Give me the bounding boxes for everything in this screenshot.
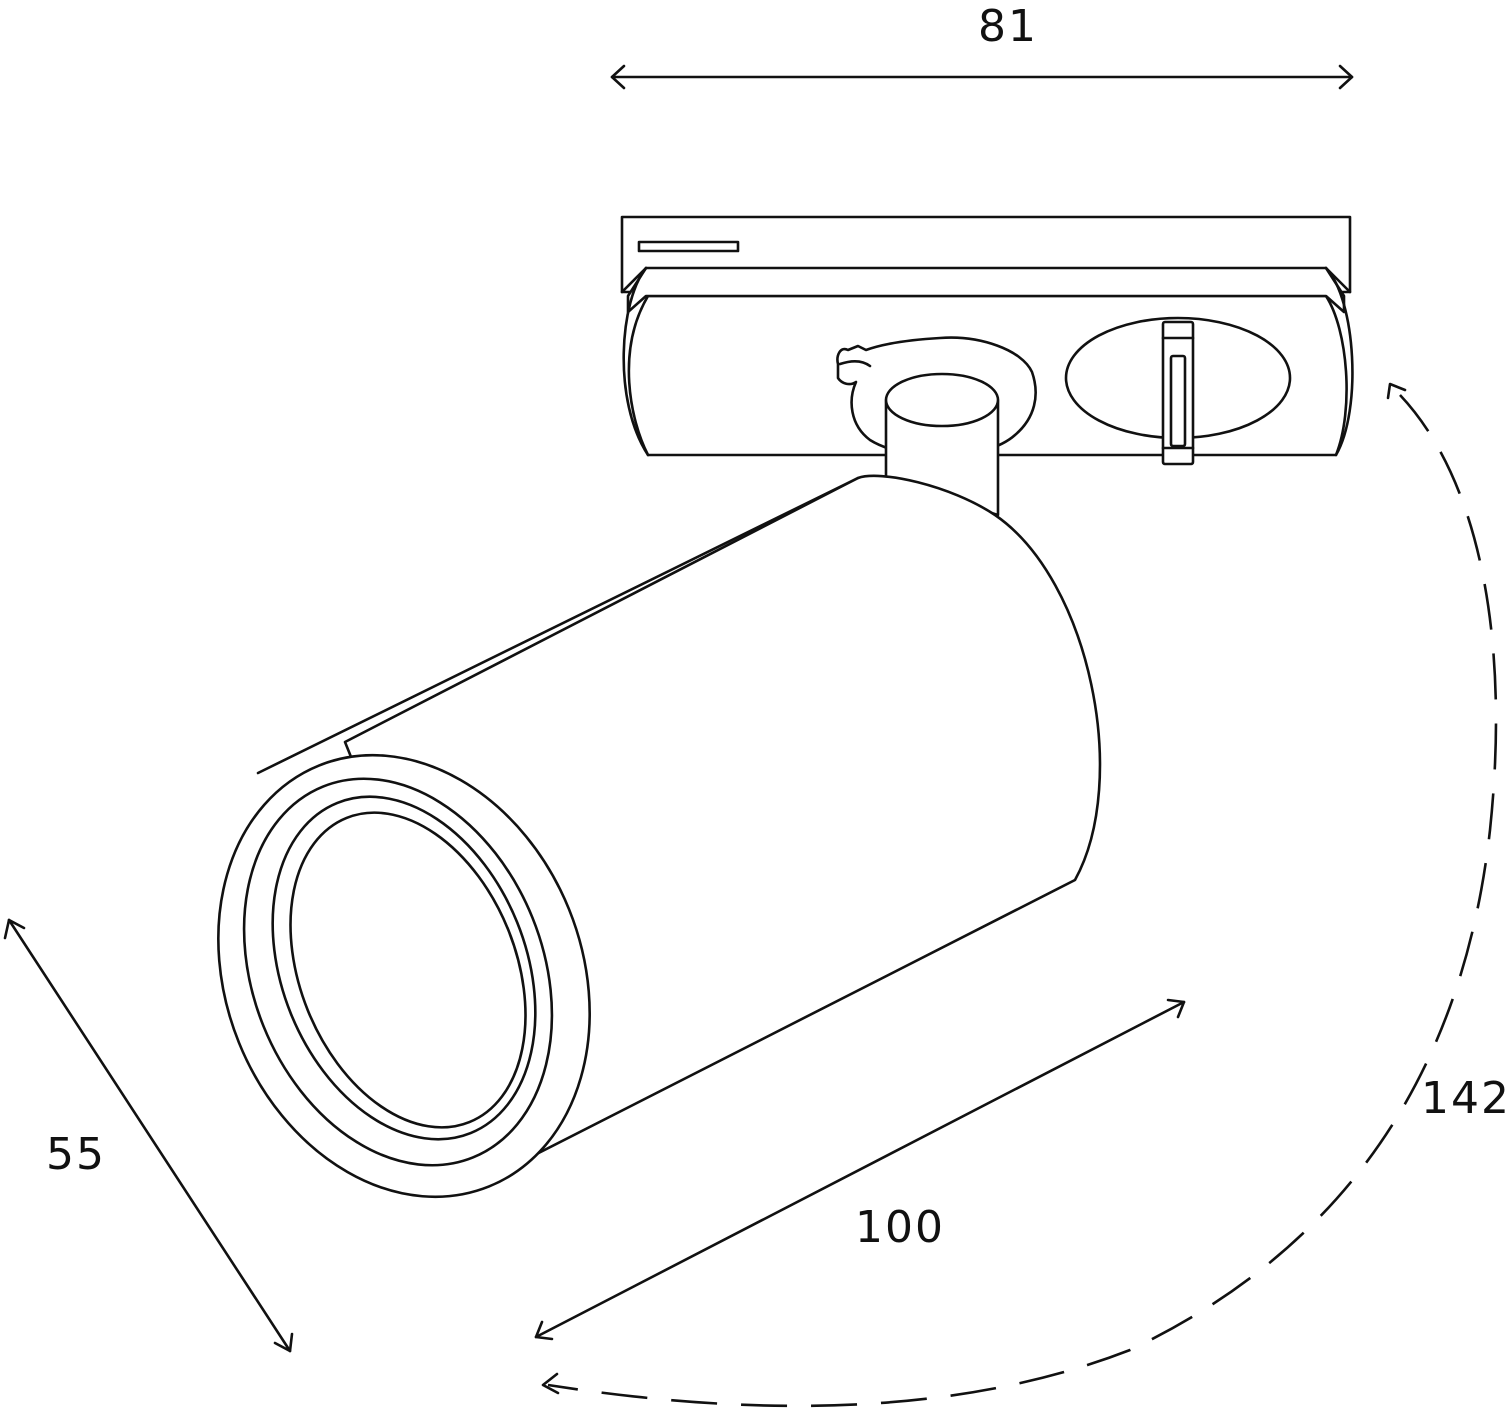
dimension-arc: 142 (541, 382, 1511, 1408)
adapter-slot (637, 240, 740, 253)
dimension-length-arrow-low (534, 1320, 554, 1341)
dimension-width-arrow-left (610, 64, 626, 90)
adapter-right-end (1324, 266, 1354, 457)
track-adapter (620, 215, 1354, 466)
dimension-length-label: 100 (855, 1202, 945, 1253)
lens-glass (289, 811, 527, 1129)
lens-assembly (217, 753, 591, 1199)
dimension-length-line (534, 1000, 1186, 1339)
dimension-length: 100 (534, 998, 1186, 1341)
dimension-diameter: 55 (3, 918, 294, 1353)
dimension-arc-curve (547, 394, 1498, 1408)
lock-lever-slot (1169, 354, 1187, 448)
dimension-arc-arrow-top (1386, 382, 1407, 400)
dimension-diameter-arrow-bottom (273, 1332, 294, 1353)
dimension-width-label: 81 (978, 1, 1038, 52)
cylinder-top-edge (256, 476, 860, 775)
adapter-left-end (622, 266, 650, 457)
collar-tab (838, 359, 872, 368)
adapter-top-line (620, 266, 648, 294)
dimension-length-arrow-high (1166, 998, 1186, 1019)
dimension-diameter-label: 55 (46, 1129, 106, 1180)
dimension-width-arrow-right (1338, 64, 1354, 90)
dimension-diameter-line (7, 918, 292, 1353)
stem-top (884, 372, 1000, 428)
adapter-top-line-right (1324, 266, 1352, 294)
dimension-width: 81 (610, 1, 1354, 90)
dimension-diameter-arrow-top (3, 918, 26, 940)
dimension-arc-arrow-bottom (541, 1372, 560, 1395)
dimension-arc-label: 142 (1421, 1073, 1511, 1124)
